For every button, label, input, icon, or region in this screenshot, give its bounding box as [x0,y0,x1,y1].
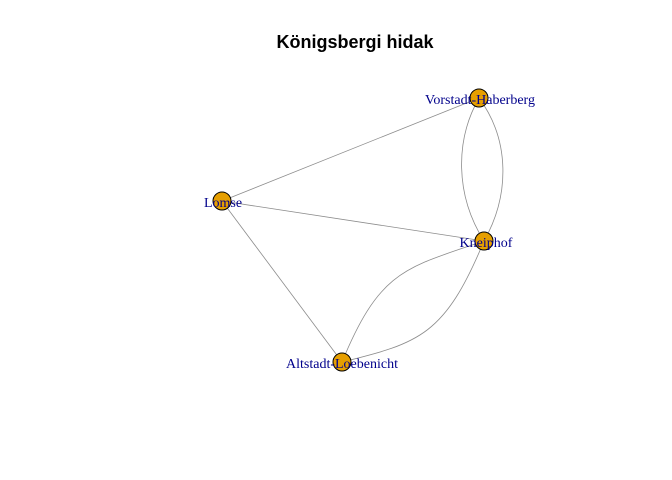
node-kneiphof [474,231,494,251]
node-altstadt [332,352,352,372]
node-label-altstadt: Altstadt-Loebenicht [286,357,398,372]
chart-title: Königsbergi hidak [276,32,434,52]
edge-lomse-altstadt [221,200,343,363]
edges-layer [221,97,504,363]
edge-altstadt-kneiphof-1 [341,240,485,363]
node-label-vorstadt: Vorstadt-Haberberg [425,93,535,108]
node-label-kneiphof: Kneiphof [460,236,513,251]
nodes-layer [212,88,494,372]
edge-altstadt-kneiphof-2 [341,240,485,363]
edge-vorstadt-kneiphof-2 [478,97,504,242]
edge-vorstadt-kneiphof-1 [461,97,485,242]
edge-lomse-vorstadt [221,97,480,202]
node-label-lomse: Lomse [204,196,242,211]
labels-layer: Vorstadt-Haberberg Lomse Kneiphof Altsta… [204,93,535,372]
node-vorstadt [469,88,489,108]
edge-lomse-kneiphof [221,200,485,242]
node-lomse [212,191,232,211]
